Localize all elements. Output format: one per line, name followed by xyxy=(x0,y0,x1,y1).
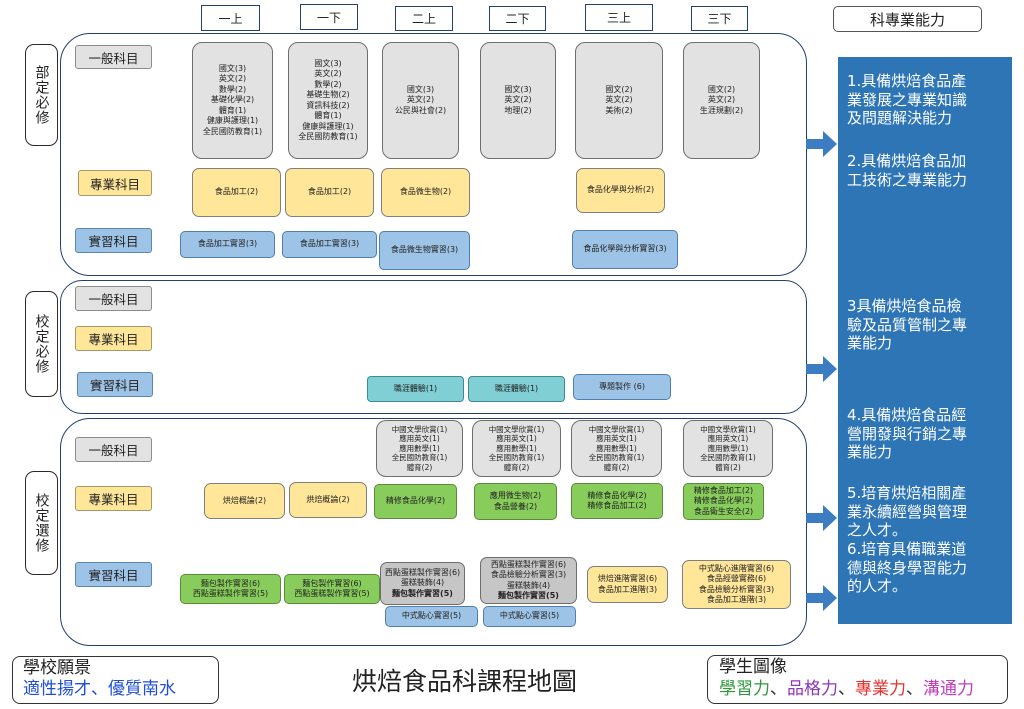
practice-elective-box: 中式點心實習(5) xyxy=(483,606,576,627)
trait-separator: 、 xyxy=(838,679,855,699)
arrow-right-icon xyxy=(806,585,837,611)
row-label-practice: 實習科目 xyxy=(75,562,152,587)
trait-separator: 、 xyxy=(906,679,923,699)
course-line: 西點蛋糕製作實習(6) xyxy=(490,559,567,569)
professional-course-box: 食品加工(2) xyxy=(192,168,281,217)
semester-header: 三上 xyxy=(585,4,653,31)
section-label-text: 校定選修 xyxy=(33,493,50,553)
project-course-box: 專題製作 (6) xyxy=(573,374,671,400)
competency-item: 1.具備烘焙食品產業發展之專業知識及問題解決能力 xyxy=(847,72,968,127)
competency-item: 5.培育烘焙相關產業永續經營與管理之人才。 xyxy=(847,484,968,539)
general-elective-box: 中國文學欣賞(1) 應用英文(1) 應用數學(1) 全民國防教育(1) 體育(2… xyxy=(571,420,662,477)
course-line: 西點蛋糕製作實習(6) xyxy=(384,567,461,577)
professional-course-box: 食品化學與分析(2) xyxy=(576,168,665,213)
competency-item: 6.培育具備職業道德與終身學習能力的人才。 xyxy=(847,540,968,595)
arrow-right-icon xyxy=(806,131,837,157)
competency-header: 科專業能力 xyxy=(833,6,982,32)
practice-elective-box: 烘焙進階實習(6) 食品加工進階(3) xyxy=(587,566,668,603)
professional-elective-box: 精修食品加工(2) 精修食品化學(2) 食品衛生安全(2) xyxy=(683,483,764,520)
section-school-elective xyxy=(60,418,807,646)
section-national-required xyxy=(60,33,807,276)
row-label-professional: 專業科目 xyxy=(75,326,152,351)
row-label-practice: 實習科目 xyxy=(77,372,153,397)
practice-elective-box: 麵包製作實習(6) 西點蛋糕製作實習(5) xyxy=(180,574,281,604)
curriculum-map-title: 烘焙食品科課程地圖 xyxy=(352,667,578,696)
professional-elective-box: 應用微生物(2) 食品營養(2) xyxy=(474,483,557,520)
row-label-general: 一般科目 xyxy=(75,45,152,69)
professional-elective-box: 精修食品化學(2) 精修食品加工(2) xyxy=(571,483,663,519)
student-trait: 溝通力 xyxy=(923,679,974,699)
arrow-right-icon xyxy=(806,505,837,531)
combined-practice-box: 西點蛋糕製作實習(6) 食品檢驗分析實習(3) 蛋糕裝飾(4) 麵包製作實習(5… xyxy=(480,557,577,604)
semester-header: 一下 xyxy=(300,4,358,30)
professional-elective-box: 烘焙概論(2) xyxy=(204,483,285,519)
competency-item: 3具備烘焙食品檢驗及品質管制之專業能力 xyxy=(847,297,968,352)
practice-course-box: 食品加工實習(3) xyxy=(282,231,377,258)
semester-header: 一上 xyxy=(201,5,260,31)
student-trait: 專業力 xyxy=(855,679,906,699)
student-portrait-box xyxy=(707,655,1008,704)
semester-header: 二下 xyxy=(489,6,546,31)
row-label-general: 一般科目 xyxy=(75,286,152,311)
section-label-school-elective: 校定選修 xyxy=(25,471,58,575)
practice-course-box: 食品化學與分析實習(3) xyxy=(572,230,678,269)
school-vision-box xyxy=(12,656,219,704)
general-course-box: 國文(2) 英文(2) 生涯規劃(2) xyxy=(683,42,760,159)
competency-panel xyxy=(838,57,1012,624)
course-line: 蛋糕裝飾(4) xyxy=(506,580,551,590)
course-line: 麵包製作實習(5) xyxy=(392,588,453,598)
course-line: 蛋糕裝飾(4) xyxy=(400,578,445,588)
general-course-box: 國文(3) 英文(2) 公民與社會(2) xyxy=(382,42,459,159)
practice-elective-box: 麵包製作實習(6) 西點蛋糕製作實習(5) xyxy=(284,574,380,604)
trait-separator: 、 xyxy=(770,679,787,699)
general-course-box: 國文(2) 英文(2) 美術(2) xyxy=(575,42,663,159)
student-portrait-label: 學生圖像 xyxy=(719,657,787,677)
student-trait: 學習力 xyxy=(719,679,770,699)
section-label-text: 校定必修 xyxy=(33,314,50,374)
student-traits: 學習力、品格力、專業力、溝通力 xyxy=(719,679,974,699)
general-elective-box: 中國文學欣賞(1) 應用英文(1) 應用數學(1) 全民國防教育(1) 體育(2… xyxy=(376,420,463,477)
school-vision-label: 學校願景 xyxy=(23,658,91,678)
competency-item: 4.具備烘焙食品經營開發與行銷之專業能力 xyxy=(847,406,968,461)
general-course-box: 國文(3) 英文(2) 地理(2) xyxy=(480,42,556,159)
section-label-text: 部定必修 xyxy=(33,65,50,125)
practice-course-box: 食品加工實習(3) xyxy=(180,231,275,258)
practice-elective-box: 中式點心進階實習(6) 食品經營實務(6) 食品檢驗分析實習(3) 食品加工進階… xyxy=(682,560,791,609)
section-label-school-required: 校定必修 xyxy=(25,291,58,397)
arrow-right-icon xyxy=(806,356,837,382)
school-vision-text: 適性揚才、優質南水 xyxy=(23,679,176,699)
combined-practice-box: 西點蛋糕製作實習(6) 蛋糕裝飾(4) 麵包製作實習(5) xyxy=(380,562,465,605)
competency-item: 2.具備烘焙食品加工技術之專業能力 xyxy=(847,152,968,189)
career-experience-box: 職涯體驗(1) xyxy=(468,376,565,402)
student-trait: 品格力 xyxy=(787,679,838,699)
section-label-national-required: 部定必修 xyxy=(25,44,58,146)
career-experience-box: 職涯體驗(1) xyxy=(367,376,464,402)
professional-elective-box: 烘焙概論(2) xyxy=(289,482,367,518)
general-elective-box: 中國文學欣賞(1) 應用英文(1) 應用數學(1) 全民國防教育(1) 體育(2… xyxy=(472,420,561,477)
row-label-practice: 實習科目 xyxy=(75,228,152,253)
practice-course-box: 食品微生物實習(3) xyxy=(379,231,470,270)
row-label-professional: 專業科目 xyxy=(75,486,152,511)
general-elective-box: 中國文學欣賞(1) 應用英文(1) 應用數學(1) 全民國防教育(1) 體育(2… xyxy=(683,420,773,477)
semester-header: 三下 xyxy=(691,6,748,31)
general-course-box: 國文(3) 英文(2) 數學(2) 基礎化學(2) 體育(1) 健康與護理(1)… xyxy=(192,42,273,159)
general-course-box: 國文(3) 英文(2) 數學(2) 基礎生物(2) 資訊科技(2) 體育(1) … xyxy=(288,42,368,159)
row-label-professional: 專業科目 xyxy=(78,170,152,196)
semester-header: 二上 xyxy=(395,6,453,31)
course-line: 麵包製作實習(5) xyxy=(498,591,559,600)
professional-course-box: 食品微生物(2) xyxy=(381,168,470,217)
section-school-required xyxy=(60,280,807,414)
professional-course-box: 食品加工(2) xyxy=(285,168,374,217)
professional-elective-box: 精修食品化學(2) xyxy=(374,484,457,519)
row-label-general: 一般科目 xyxy=(75,437,152,462)
practice-elective-box: 中式點心實習(5) xyxy=(385,606,478,627)
course-line: 食品檢驗分析實習(3) xyxy=(490,570,567,579)
